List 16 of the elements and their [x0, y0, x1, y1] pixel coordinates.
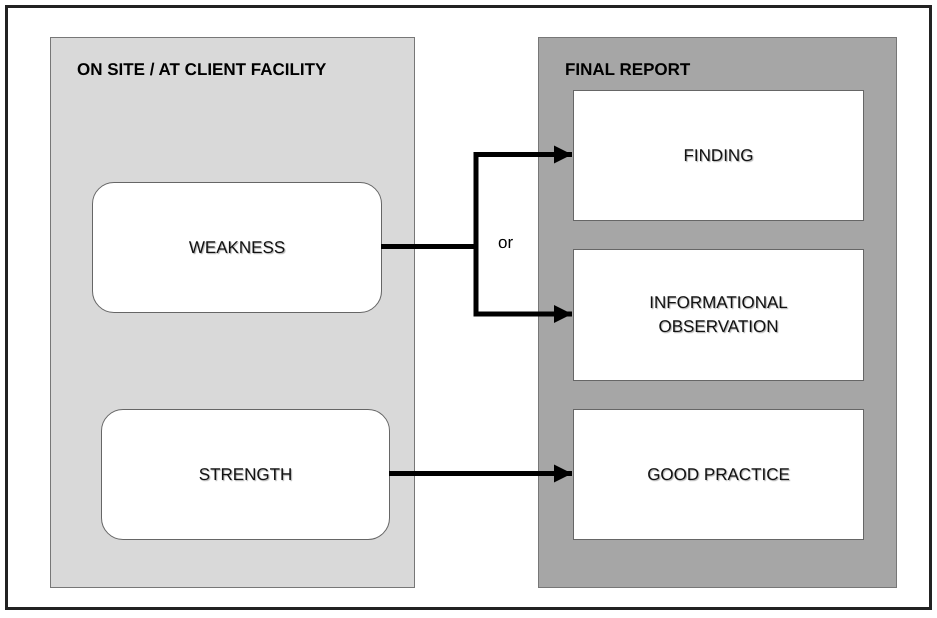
box-label: FINDING — [682, 144, 754, 167]
edge-label: or — [498, 233, 514, 253]
group-panel — [538, 37, 897, 588]
process-box — [573, 409, 864, 540]
box-label: GOOD PRACTICE — [646, 464, 791, 486]
rounded-box — [92, 182, 382, 313]
process-box — [573, 90, 864, 221]
rounded-box — [101, 409, 390, 540]
panel-title: ON SITE / AT CLIENT FACILITY — [77, 60, 326, 80]
panel-title: FINAL REPORT — [565, 60, 690, 80]
box-label: INFORMATIONAL OBSERVATION — [648, 292, 789, 338]
box-label: WEAKNESS — [188, 236, 286, 259]
box-label: STRENGTH — [198, 464, 294, 486]
group-panel — [50, 37, 415, 588]
process-box — [573, 249, 864, 381]
arrow — [389, 464, 572, 482]
